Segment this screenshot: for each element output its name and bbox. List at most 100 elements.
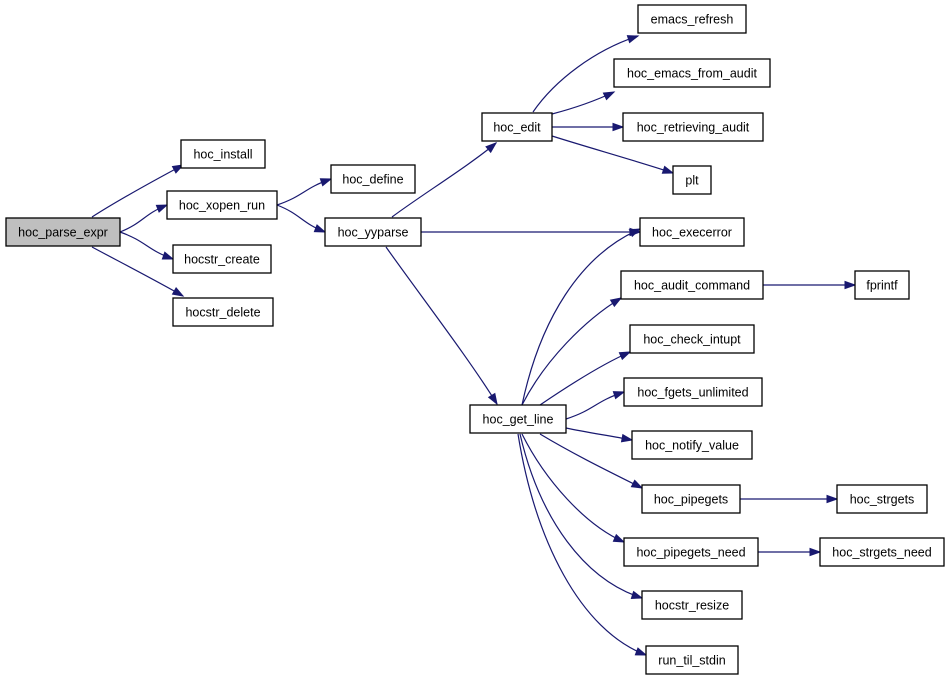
node-box — [641, 590, 743, 620]
node-hoc_notify_value[interactable]: hoc_notify_value — [631, 430, 753, 460]
node-box — [836, 484, 928, 514]
arrowhead — [626, 35, 640, 44]
node-box — [641, 484, 741, 514]
node-label: hoc_execerror — [652, 226, 732, 240]
node-hoc_pipegets[interactable]: hoc_pipegets — [641, 484, 741, 514]
edge-line — [519, 433, 643, 599]
node-hoc_check_intupt[interactable]: hoc_check_intupt — [629, 324, 755, 354]
edge-line — [521, 433, 625, 543]
node-box — [629, 324, 755, 354]
node-hocstr_create[interactable]: hocstr_create — [172, 244, 272, 274]
node-emacs_refresh[interactable]: emacs_refresh — [637, 4, 747, 34]
edge-hoc_yyparse-to-hoc_edit — [391, 142, 498, 218]
node-box — [637, 4, 747, 34]
node-label: hoc_xopen_run — [179, 199, 265, 213]
edge-hoc_get_line-to-hoc_check_intupt — [539, 351, 632, 406]
edge-hoc_parse_expr-to-hocstr_delete — [91, 246, 185, 297]
node-box — [172, 297, 274, 327]
edge-line — [539, 433, 643, 489]
node-box — [639, 217, 745, 247]
edge-hoc_pipegets-to-hoc_strgets — [740, 494, 839, 504]
edge-line — [521, 228, 641, 406]
node-label: hoc_retrieving_audit — [637, 121, 750, 135]
arrowhead — [487, 392, 498, 406]
arrowhead — [612, 122, 625, 132]
arrowhead — [612, 533, 626, 543]
node-hoc_edit[interactable]: hoc_edit — [481, 112, 553, 142]
edge-hoc_get_line-to-run_til_stdin — [517, 433, 648, 656]
node-box — [672, 165, 712, 195]
node-label: hoc_parse_expr — [18, 226, 108, 240]
edge-hoc_edit-to-hoc_retrieving_audit — [552, 122, 625, 132]
node-box — [469, 404, 567, 434]
edge-line — [385, 246, 498, 405]
node-hoc_retrieving_audit[interactable]: hoc_retrieving_audit — [622, 112, 764, 142]
node-hoc_strgets_need[interactable]: hoc_strgets_need — [819, 537, 945, 567]
edge-hoc_parse_expr-to-hocstr_create — [119, 231, 175, 260]
edge-hoc_get_line-to-hoc_execerror — [521, 228, 642, 406]
arrowhead — [809, 547, 822, 557]
node-label: hoc_audit_command — [634, 279, 750, 293]
arrowhead — [628, 228, 642, 238]
node-box — [623, 537, 759, 567]
node-box — [623, 377, 763, 407]
node-label: hoc_pipegets — [654, 493, 728, 507]
node-label: hocstr_resize — [655, 599, 729, 613]
node-hoc_audit_command[interactable]: hoc_audit_command — [620, 270, 764, 300]
node-box — [631, 430, 753, 460]
node-label: hoc_pipegets_need — [636, 546, 745, 560]
node-hoc_fgets_unlimited[interactable]: hoc_fgets_unlimited — [623, 377, 763, 407]
node-hoc_install[interactable]: hoc_install — [180, 139, 266, 169]
node-hoc_strgets[interactable]: hoc_strgets — [836, 484, 928, 514]
arrowhead — [630, 590, 644, 599]
node-label: run_til_stdin — [658, 654, 725, 668]
arrowhead — [485, 142, 498, 154]
edge-hoc_yyparse-to-hoc_execerror — [420, 227, 642, 237]
arrowhead — [618, 351, 632, 361]
edge-hoc_xopen_run-to-hoc_define — [276, 178, 333, 206]
arrowhead — [612, 391, 626, 400]
node-hoc_parse_expr[interactable]: hoc_parse_expr — [5, 217, 121, 247]
edge-hoc_get_line-to-hoc_pipegets — [539, 433, 644, 489]
edge-line — [91, 246, 184, 297]
node-box — [481, 112, 553, 142]
arrowhead — [630, 479, 644, 489]
arrowhead — [661, 165, 675, 174]
edge-hoc_get_line-to-hoc_notify_value — [565, 427, 634, 443]
edge-hoc_edit-to-plt — [551, 135, 675, 174]
edge-layer — [91, 35, 857, 656]
edge-hoc_edit-to-hoc_emacs_from_audit — [551, 91, 616, 115]
node-hoc_define[interactable]: hoc_define — [330, 164, 416, 194]
edge-line — [517, 433, 647, 656]
edge-line — [521, 297, 622, 406]
arrowhead — [155, 204, 169, 213]
node-hoc_emacs_from_audit[interactable]: hoc_emacs_from_audit — [613, 58, 771, 88]
node-hoc_xopen_run[interactable]: hoc_xopen_run — [166, 190, 278, 220]
edge-hoc_get_line-to-hoc_fgets_unlimited — [565, 391, 626, 420]
node-hoc_execerror[interactable]: hoc_execerror — [639, 217, 745, 247]
node-label: hoc_strgets_need — [832, 546, 931, 560]
edge-line — [551, 135, 674, 174]
node-plt[interactable]: plt — [672, 165, 712, 195]
node-label: hocstr_create — [184, 253, 260, 267]
node-label: plt — [685, 174, 699, 188]
node-hoc_pipegets_need[interactable]: hoc_pipegets_need — [623, 537, 759, 567]
node-hocstr_resize[interactable]: hocstr_resize — [641, 590, 743, 620]
edge-line — [539, 351, 631, 406]
node-box — [854, 270, 910, 300]
node-box — [180, 139, 266, 169]
node-run_til_stdin[interactable]: run_til_stdin — [645, 645, 739, 675]
node-box — [330, 164, 416, 194]
node-label: hoc_emacs_from_audit — [627, 67, 757, 81]
edge-hoc_yyparse-to-hoc_get_line — [385, 246, 498, 406]
node-hoc_yyparse[interactable]: hoc_yyparse — [324, 217, 422, 247]
arrowhead — [319, 178, 333, 187]
edge-line — [391, 142, 497, 218]
edge-hoc_get_line-to-hocstr_resize — [519, 433, 644, 599]
node-hocstr_delete[interactable]: hocstr_delete — [172, 297, 274, 327]
edge-hoc_pipegets_need-to-hoc_strgets_need — [758, 547, 822, 557]
node-box — [620, 270, 764, 300]
node-hoc_get_line[interactable]: hoc_get_line — [469, 404, 567, 434]
node-fprintf[interactable]: fprintf — [854, 270, 910, 300]
